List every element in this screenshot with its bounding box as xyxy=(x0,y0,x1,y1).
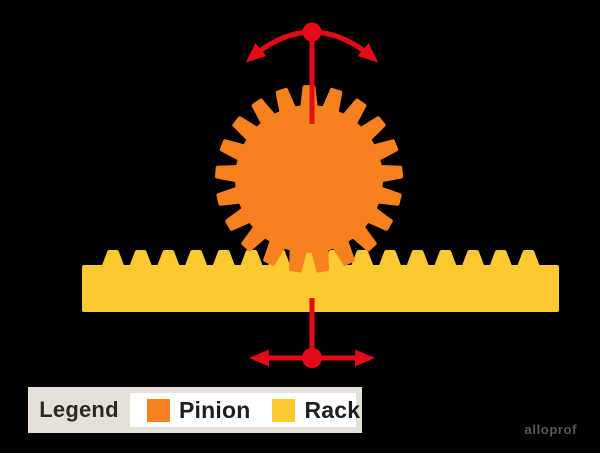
legend-title: Legend xyxy=(39,397,119,422)
translation-arrowhead-left-icon xyxy=(249,349,269,367)
pivot-dot-top xyxy=(302,22,322,42)
alloprof-watermark: alloprof xyxy=(524,422,577,437)
rotation-arrowhead-left-icon xyxy=(245,43,267,63)
legend-item-rack: Rack xyxy=(272,397,360,424)
legend-body: Pinion Rack xyxy=(130,393,360,427)
legend-item-pinion: Pinion xyxy=(147,397,250,424)
rotation-arrowhead-right-icon xyxy=(357,43,379,63)
translation-arrowhead-right-icon xyxy=(355,349,375,367)
pivot-dot-bottom xyxy=(302,348,322,368)
legend-item-label: Pinion xyxy=(179,396,251,423)
pinion-gear-shape xyxy=(215,85,403,273)
pinion-color-swatch xyxy=(147,398,170,422)
rack-color-swatch xyxy=(272,398,296,422)
legend-item-label: Rack xyxy=(304,396,361,423)
legend-panel: Legend Pinion Rack xyxy=(28,387,362,433)
